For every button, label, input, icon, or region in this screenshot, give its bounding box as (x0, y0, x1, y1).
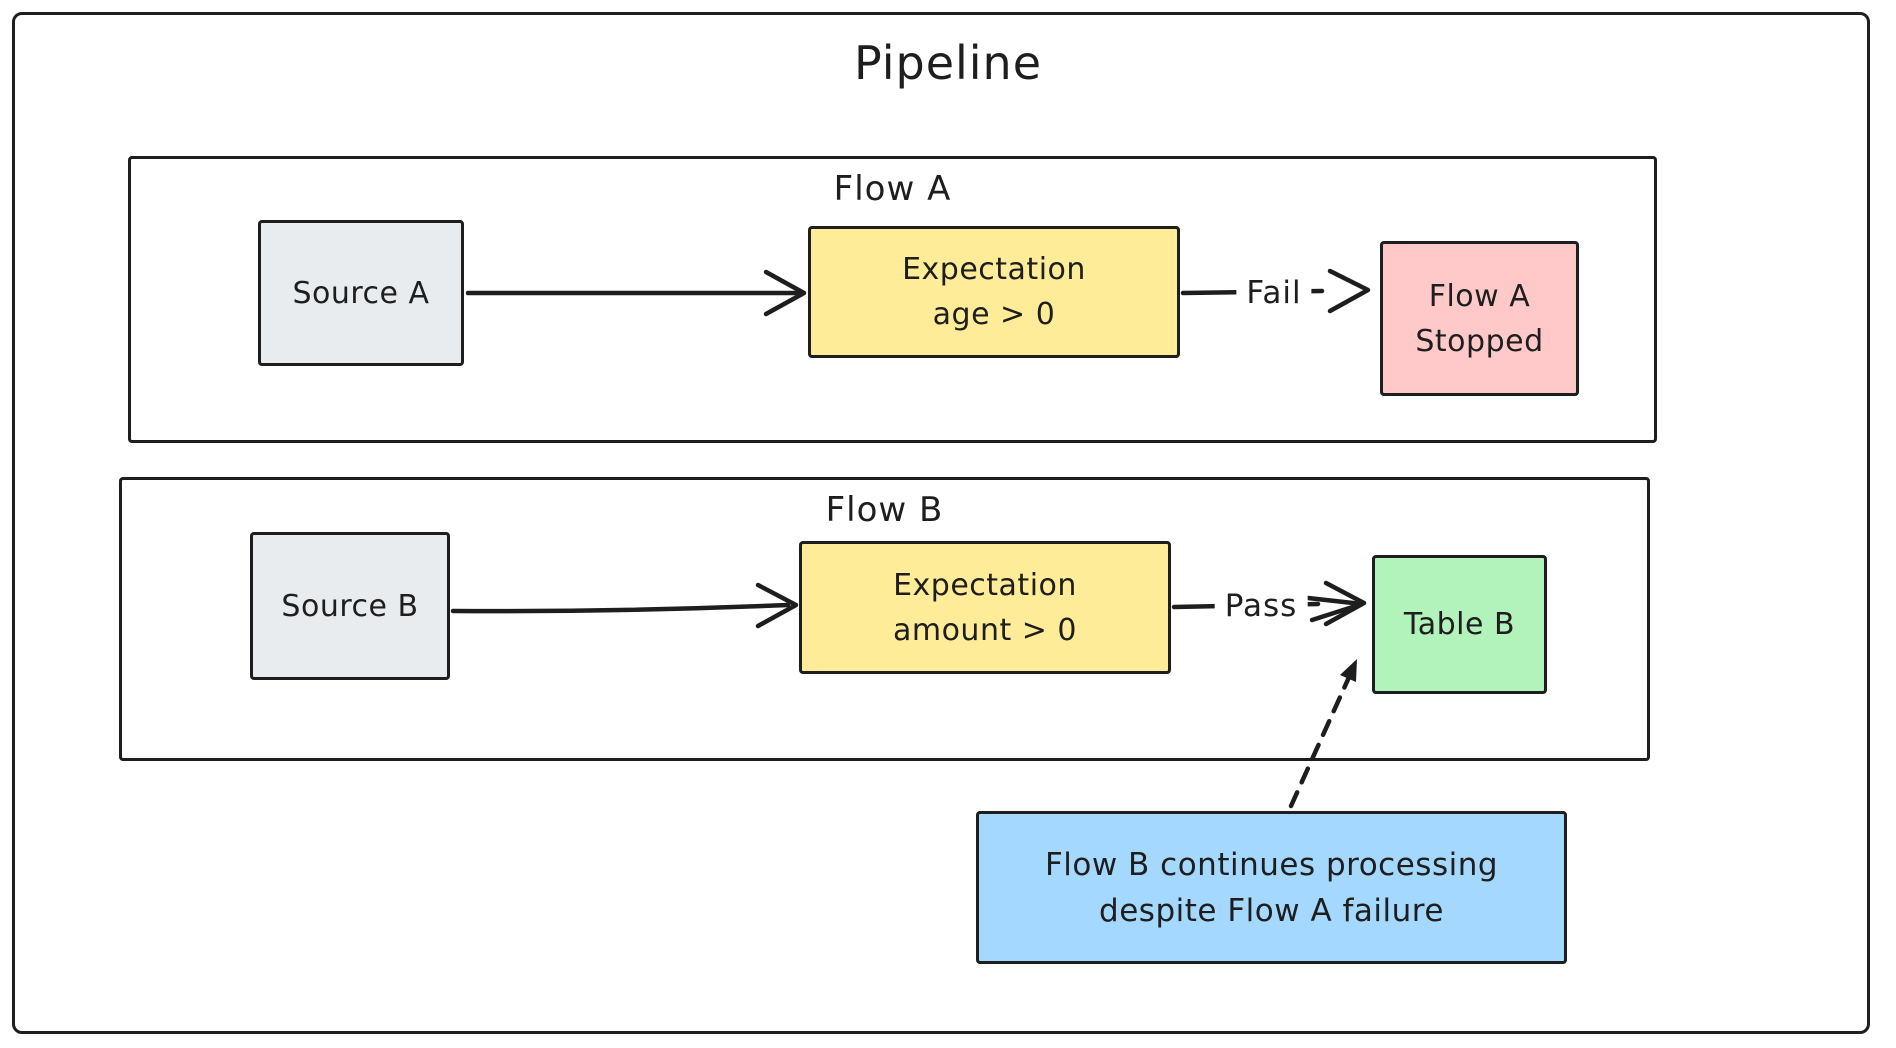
node-source-a: Source A (258, 220, 464, 366)
pipeline-container (12, 12, 1870, 1034)
edge-label-pass: Pass (1214, 588, 1308, 624)
node-expectation-a: Expectation age > 0 (808, 226, 1180, 358)
flow-a-container: Flow A (128, 156, 1657, 443)
flow-b-container: Flow B (119, 477, 1650, 761)
node-table-b: Table B (1372, 555, 1547, 694)
flow-b-label: Flow B (825, 490, 944, 530)
edge-label-fail: Fail (1236, 275, 1312, 311)
node-flow-a-stopped: Flow A Stopped (1380, 241, 1579, 396)
pipeline-title: Pipeline (853, 36, 1043, 90)
node-source-b: Source B (250, 532, 450, 680)
note-box: Flow B continues processing despite Flow… (976, 811, 1567, 964)
node-expectation-b: Expectation amount > 0 (799, 541, 1171, 674)
flow-a-label: Flow A (833, 169, 952, 209)
